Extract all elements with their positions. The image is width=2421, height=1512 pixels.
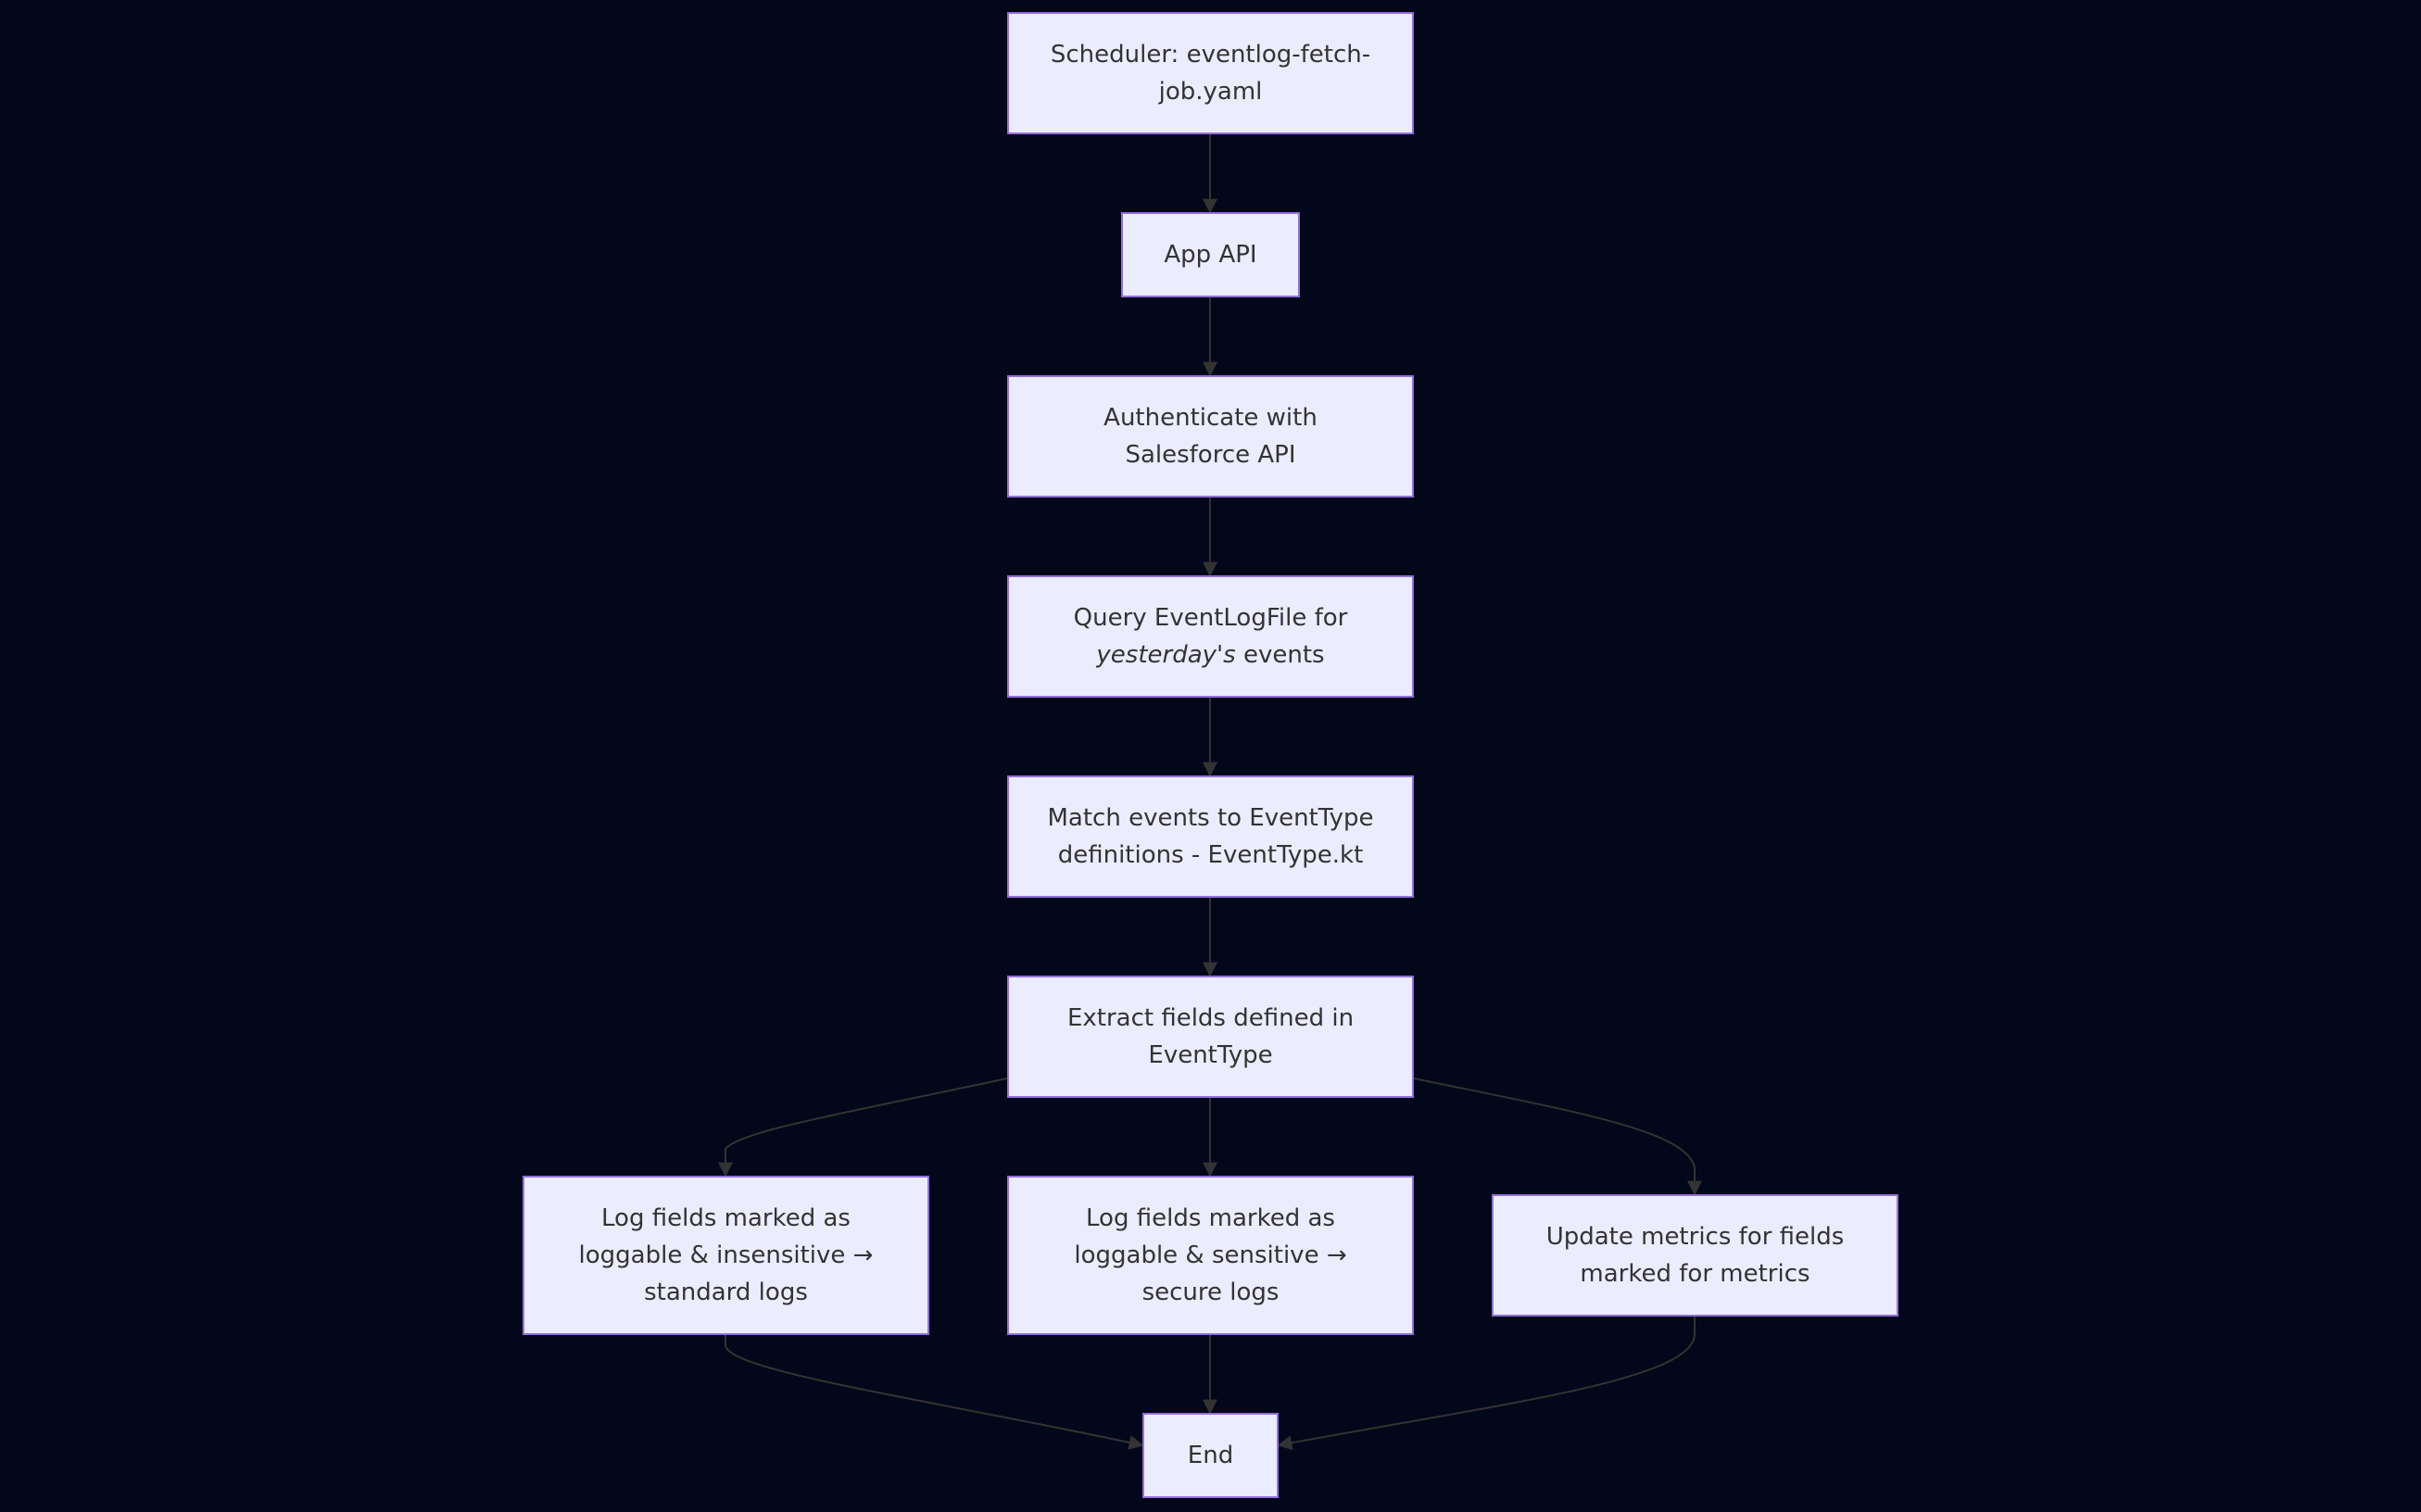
node-log-sensitive-line1: Log fields marked as xyxy=(1086,1204,1335,1232)
node-match-line1: Match events to EventType xyxy=(1047,804,1374,832)
node-extract-line2: EventType xyxy=(1148,1041,1273,1069)
node-scheduler: Scheduler: eventlog-fetch- job.yaml xyxy=(1007,12,1414,134)
node-authenticate-line2: Salesforce API xyxy=(1125,441,1296,469)
node-log-sensitive-line3: secure logs xyxy=(1141,1279,1280,1306)
node-log-insensitive-line3: standard logs xyxy=(644,1279,808,1306)
edge-extract-to-log-insensitive xyxy=(718,1077,1008,1178)
edge-metrics-to-end xyxy=(1277,1317,1696,1451)
node-log-insensitive-line1: Log fields marked as xyxy=(601,1204,851,1232)
node-log-sensitive: Log fields marked as loggable & sensitiv… xyxy=(1007,1176,1414,1335)
node-query-line2: yesterday's events xyxy=(1074,636,1348,674)
edge-extract-to-metrics xyxy=(1413,1077,1702,1196)
node-app-api-label: App API xyxy=(1164,241,1257,269)
node-query-eventlogfile: Query EventLogFile for yesterday's event… xyxy=(1007,575,1414,698)
node-end-label: End xyxy=(1187,1442,1234,1469)
node-authenticate-line1: Authenticate with xyxy=(1103,404,1318,432)
node-scheduler-line1: Scheduler: eventlog-fetch- xyxy=(1050,41,1371,69)
node-log-sensitive-line2: loggable & sensitive → xyxy=(1074,1241,1347,1269)
node-update-metrics: Update metrics for fields marked for met… xyxy=(1492,1194,1898,1317)
node-query-line1: Query EventLogFile for xyxy=(1073,604,1348,632)
node-app-api: App API xyxy=(1121,212,1300,297)
node-extract-line1: Extract fields defined in xyxy=(1066,1004,1355,1032)
node-query-line2-rest: events xyxy=(1235,641,1325,669)
node-log-insensitive-line2: loggable & insensitive → xyxy=(578,1241,874,1269)
node-end: End xyxy=(1142,1413,1279,1498)
node-match-line2: definitions - EventType.kt xyxy=(1057,841,1364,869)
node-query-italic-word: yesterday's xyxy=(1096,641,1236,669)
node-scheduler-line2: job.yaml xyxy=(1158,78,1263,106)
node-metrics-line1: Update metrics for fields xyxy=(1545,1223,1845,1251)
node-match-events: Match events to EventType definitions - … xyxy=(1007,775,1414,898)
node-log-insensitive: Log fields marked as loggable & insensit… xyxy=(523,1176,929,1335)
edge-log-insensitive-to-end xyxy=(725,1335,1144,1450)
node-authenticate: Authenticate with Salesforce API xyxy=(1007,375,1414,498)
node-extract-fields: Extract fields defined in EventType xyxy=(1007,976,1414,1098)
node-metrics-line2: marked for metrics xyxy=(1580,1260,1810,1288)
